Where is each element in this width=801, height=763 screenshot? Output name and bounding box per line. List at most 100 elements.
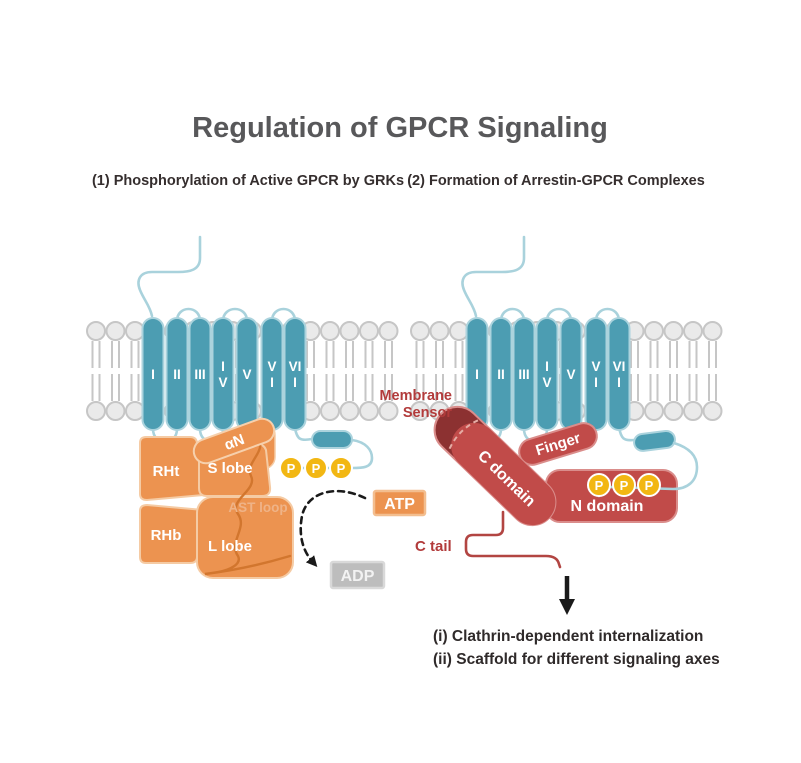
c-tail-label: C tail xyxy=(415,538,452,555)
tm-helix xyxy=(535,317,559,431)
membrane-sensor-label-line2: Sensor xyxy=(403,405,453,421)
tm-helix xyxy=(141,317,165,431)
grk-kinase: αN RHt RHb S lobe L lobe AST loop xyxy=(139,417,294,579)
lipid-head xyxy=(378,401,399,421)
tm-helix xyxy=(584,317,608,431)
phosphate-label: P xyxy=(645,478,654,493)
adp-label: ADP xyxy=(341,568,375,585)
lipid-head xyxy=(429,321,450,341)
lipid-head xyxy=(320,401,340,421)
phosphate-circle xyxy=(304,456,328,480)
lipid-head xyxy=(683,321,703,341)
lipid-head xyxy=(339,321,360,341)
lipid-head xyxy=(449,321,469,341)
phosphate-circle xyxy=(279,456,303,480)
phosphate-circle xyxy=(587,473,611,497)
lipid-head xyxy=(339,401,360,421)
lipid-head xyxy=(702,321,723,341)
lipid-head xyxy=(359,401,379,421)
sensor-boundary-dashed xyxy=(447,419,479,451)
lipid-head xyxy=(359,321,379,341)
phosphate-circle xyxy=(329,456,353,480)
atp-box xyxy=(372,489,427,517)
n-domain-label: N domain xyxy=(571,498,644,515)
n-terminus-left xyxy=(137,235,202,318)
phosphate-label: P xyxy=(620,478,629,493)
page-title: Regulation of GPCR Signaling xyxy=(192,112,608,144)
n-terminus-right xyxy=(461,235,526,318)
tm-helix xyxy=(607,317,631,431)
arrestin-c-domain: C domain xyxy=(433,405,557,527)
lipid-head xyxy=(105,321,126,341)
lipid-head xyxy=(683,401,703,421)
lipid-head xyxy=(410,401,430,421)
l-lobe-label: L lobe xyxy=(208,538,252,555)
lipid-head xyxy=(644,321,664,341)
lipid-head xyxy=(644,401,664,421)
rht-label: RHt xyxy=(153,463,180,480)
tm-helix xyxy=(283,317,307,431)
helix-label: V xyxy=(242,367,251,382)
tm-helix xyxy=(165,317,189,431)
helix-label: I xyxy=(151,367,155,382)
phosphate-label: P xyxy=(312,461,321,476)
left-panel-subtitle: (1) Phosphorylation of Active GPCR by GR… xyxy=(92,173,404,189)
helix8-right xyxy=(633,429,676,452)
outcome-item-1: (i) Clathrin-dependent internalization xyxy=(433,628,703,645)
helix-label: II xyxy=(497,367,505,382)
lipid-head xyxy=(410,321,430,341)
helix-label: V xyxy=(566,367,575,382)
ast-loop-squiggle xyxy=(204,435,292,576)
atp-adp-arrow xyxy=(299,489,367,567)
lipid-head xyxy=(702,401,723,421)
lipid-head xyxy=(125,401,145,421)
right-panel-subtitle: (2) Formation of Arrestin-GPCR Complexes xyxy=(407,173,705,189)
tm-helix xyxy=(512,317,536,431)
c-terminal-tail-left xyxy=(281,438,374,470)
tm-helix xyxy=(489,317,513,431)
lipid-head xyxy=(125,321,145,341)
s-lobe-label: S lobe xyxy=(207,460,252,477)
lipid-head xyxy=(663,401,684,421)
grk-alpha-n-helix: αN xyxy=(192,417,276,465)
lipid-head xyxy=(663,321,684,341)
atp-label: ATP xyxy=(384,496,415,513)
tm-helix xyxy=(260,317,284,431)
helix8-left xyxy=(311,430,353,449)
rhb-label: RHb xyxy=(151,527,182,544)
ast-loop-label: AST loop xyxy=(228,500,287,515)
helix-label: III xyxy=(194,367,205,382)
arrestin-c-tail-line xyxy=(464,510,562,569)
lipid-head xyxy=(105,401,126,421)
outcome-item-2: (ii) Scaffold for different signaling ax… xyxy=(433,651,720,668)
membrane-sensor-label-line1: Membrane xyxy=(379,388,452,404)
phosphate-label: P xyxy=(337,461,346,476)
lipid-head xyxy=(378,321,399,341)
tm-helix xyxy=(188,317,212,431)
lipid-head xyxy=(320,321,340,341)
helix-label: II xyxy=(173,367,181,382)
phosphate-circle xyxy=(637,473,661,497)
lipid-head xyxy=(86,401,106,421)
phosphate-label: P xyxy=(595,478,604,493)
arrestin: Finger C domain N domain xyxy=(433,405,678,527)
alpha-n-label: αN xyxy=(222,431,247,454)
helix-label: III xyxy=(518,367,529,382)
adp-box xyxy=(329,560,386,590)
phosphate-circle xyxy=(612,473,636,497)
lipid-head xyxy=(86,321,106,341)
